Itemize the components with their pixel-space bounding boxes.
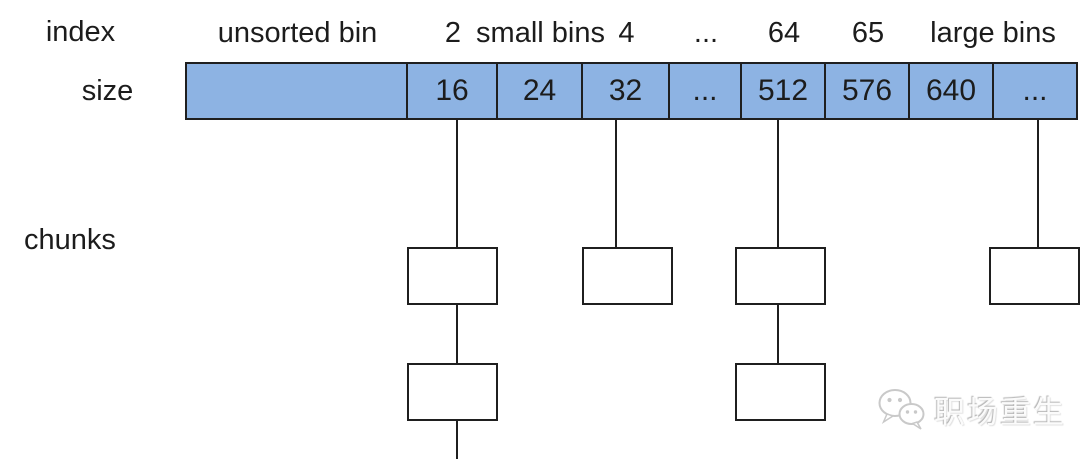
size-cell-576: 576 xyxy=(826,64,910,118)
watermark: 职场重生 xyxy=(876,386,1066,432)
chunk-link-line xyxy=(777,305,779,363)
bin-header-label: ... xyxy=(693,17,719,49)
bin-header-label: 2 xyxy=(444,17,462,49)
chunk-box xyxy=(406,247,498,305)
bin-header-ellipsis: ... xyxy=(670,0,742,62)
chunk-link-line xyxy=(615,120,617,247)
chunk-box xyxy=(988,247,1080,305)
bin-header-small-bins: small bins xyxy=(476,0,605,62)
bin-header-label: 4 xyxy=(618,17,635,49)
watermark-text: 职场重生 xyxy=(934,394,1066,430)
chunk-link-line xyxy=(456,421,458,459)
bin-header-label: small bins xyxy=(476,17,605,49)
bin-header-index-4: 4 xyxy=(583,0,670,62)
bin-header-index-64: 64 xyxy=(742,0,826,62)
bin-header-large-bins: large bins xyxy=(910,0,1076,62)
chunk-link-line xyxy=(777,120,779,247)
size-cell-24: 24 xyxy=(498,64,583,118)
chunk-box xyxy=(734,363,826,421)
size-cell-640: 640 xyxy=(910,64,994,118)
size-cell-large-ellipsis: ... xyxy=(1022,74,1048,107)
bin-header-index-65: 65 xyxy=(826,0,910,62)
size-cell-ellipsis: ... xyxy=(670,64,742,118)
size-cell-32: 32 xyxy=(583,64,670,118)
bin-header-label: 65 xyxy=(851,17,885,49)
wechat-logo-icon xyxy=(878,389,925,430)
row-label-size: size xyxy=(81,74,134,107)
bin-header-label: large bins xyxy=(930,17,1056,49)
bin-index-header-row: unsorted bin 2 small bins 4 ... 64 65 la… xyxy=(187,0,1076,62)
bin-header-unsorted: unsorted bin xyxy=(187,0,408,62)
size-cell-512: 512 xyxy=(742,64,826,118)
chunk-link-line xyxy=(456,305,458,363)
row-label-chunks: chunks xyxy=(24,224,116,256)
chunks-area xyxy=(0,120,1080,459)
chunk-box xyxy=(734,247,826,305)
bin-header-index-2: 2 xyxy=(408,0,498,62)
row-label-index: index xyxy=(45,16,116,48)
bin-header-label: 64 xyxy=(767,17,801,49)
bin-header-label: unsorted bin xyxy=(217,17,378,49)
size-cell-16: 16 xyxy=(408,64,498,118)
chunk-box xyxy=(406,363,498,421)
size-cell-unsorted xyxy=(187,64,408,118)
chunk-link-line xyxy=(456,120,458,247)
chunk-box xyxy=(581,247,673,305)
chunk-link-line xyxy=(1037,120,1039,247)
bin-size-bar: 16 24 32 ... 512 576 640 ... xyxy=(185,62,1078,120)
